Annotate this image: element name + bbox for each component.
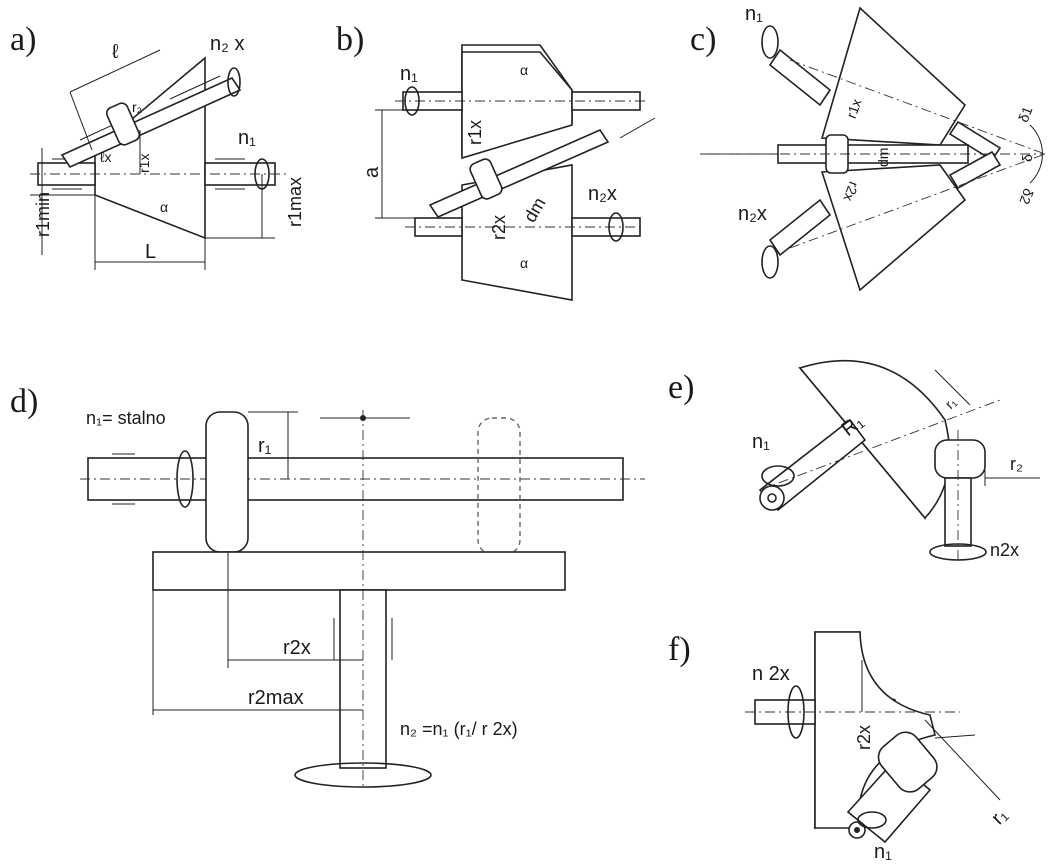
panel-d: d) n₁= stalno r₁ r2x r2max xyxy=(10,383,645,790)
panel-a-inclined-shaft xyxy=(60,75,242,169)
panel-d-r2max: r2max xyxy=(248,687,304,709)
panel-f-r1: r₁ xyxy=(987,804,1012,829)
panel-c-rotation-n1 xyxy=(761,25,779,59)
panel-d-label: d) xyxy=(10,383,38,420)
panel-c-dm: dm xyxy=(875,148,891,167)
panel-a-alpha: α xyxy=(160,199,168,215)
panel-e-dim-r1 xyxy=(934,369,971,406)
panel-b-alpha-top: α xyxy=(520,62,528,78)
panel-c-n2x: n₂x xyxy=(738,203,767,225)
panel-a-lx: ℓx xyxy=(100,149,112,165)
panel-a-L: L xyxy=(145,241,156,263)
panel-a-rotation-n2x xyxy=(227,67,241,97)
panel-e-r1: r₁ xyxy=(942,394,960,412)
panel-b-rotation-n1 xyxy=(404,86,420,116)
panel-c-delta: δ xyxy=(1019,154,1035,162)
panel-b-n2x: n₂x xyxy=(588,183,617,205)
panel-b-alpha-bottom: α xyxy=(520,255,528,271)
panel-c-delta2: δ2 xyxy=(1016,186,1036,206)
panel-f-rotation-n1 xyxy=(857,811,887,829)
panel-b-shaft-upper-left xyxy=(402,91,463,111)
panel-c-upper-cone xyxy=(820,6,967,146)
panel-f-n2x: n 2x xyxy=(752,663,790,685)
panel-d-r2x: r2x xyxy=(283,637,311,659)
panel-c-angle-arc xyxy=(1029,124,1043,184)
panel-e-rotation-n1 xyxy=(761,465,795,487)
panel-a-n2x: n₂ x xyxy=(210,33,244,55)
panel-a-label: a) xyxy=(10,21,36,58)
panel-c-lower-shaft xyxy=(768,198,832,257)
panel-f-r2x: r2x xyxy=(854,725,874,750)
panel-c-n1: n₁ xyxy=(745,3,763,25)
panel-e-rotation-n2x xyxy=(929,543,987,561)
panel-b-r2x: r2x xyxy=(489,215,509,240)
panel-f-rotation-n2x xyxy=(787,685,805,739)
panel-f-label: f) xyxy=(668,631,691,668)
panel-d-rotation-n1 xyxy=(176,450,194,508)
panel-b-n1: n₁ xyxy=(400,63,418,85)
panel-a-friction-roller xyxy=(105,102,141,146)
panel-b-shift-arrow xyxy=(619,117,656,139)
panel-a-r1max: r1max xyxy=(285,177,305,227)
panel-b-rotation-n2x xyxy=(608,212,624,242)
panel-a-r1min: r1min xyxy=(33,192,53,237)
panel-f-n1: n₁ xyxy=(874,841,892,861)
panel-a-n1: n₁ xyxy=(238,127,256,149)
panel-b-r1x: r1x xyxy=(465,120,485,145)
panel-d-n2: n₂ =n₁ (r₁/ r 2x) xyxy=(400,719,518,739)
panel-d-friction-roller xyxy=(205,411,249,553)
panel-d-n1: n₁= stalno xyxy=(86,408,166,428)
panel-f-friction-roller xyxy=(877,731,938,793)
panel-c-label: c) xyxy=(690,21,716,58)
panel-d-rotation-n2 xyxy=(294,762,432,788)
panel-b-label: b) xyxy=(336,21,364,58)
panel-c-r2x: r2x xyxy=(840,180,862,204)
panel-e-n1: n₁ xyxy=(752,431,770,453)
panel-f: f) n 2x r2x r₁ n₁ xyxy=(668,631,1012,863)
panel-b-inclined-shaft xyxy=(428,128,610,219)
panel-a-l: ℓ xyxy=(112,41,119,63)
panel-f-dim-r1 xyxy=(924,719,1001,801)
panel-a-r2: r₂ xyxy=(132,99,142,115)
panel-a: a) xyxy=(10,21,305,270)
panel-c-r1x: r1x xyxy=(843,97,865,121)
panel-f-disc-body xyxy=(814,631,936,829)
panel-e-hemisphere-face xyxy=(798,360,951,520)
panel-c-lower-shaft-right xyxy=(948,150,1002,190)
panel-c-upper-shaft xyxy=(768,48,832,107)
panel-c-rotation-n2x xyxy=(761,245,779,279)
panel-c: c) n₁ r1x δ1 dm δ r2x δ2 n₂x xyxy=(690,3,1046,292)
panel-e: e) R₁ n₁ r₁ r₂ n2x xyxy=(668,360,1040,561)
panel-b: b) n₁ α r1x a r2x dm α n₂x xyxy=(336,21,656,301)
panel-d-r1: r₁ xyxy=(258,435,272,457)
panel-e-friction-roller xyxy=(934,439,986,479)
panel-d-disc xyxy=(152,551,566,591)
panel-a-dim-l xyxy=(69,49,161,93)
panel-e-r2: r₂ xyxy=(1010,454,1023,474)
panel-b-friction-roller xyxy=(469,158,503,200)
panel-b-a: a xyxy=(361,166,383,178)
panel-e-label: e) xyxy=(668,369,694,406)
panel-e-n2x: n2x xyxy=(990,540,1019,560)
panel-a-r1x: r1x xyxy=(136,154,152,173)
panel-c-delta1: δ1 xyxy=(1015,104,1035,124)
panel-c-lower-cone xyxy=(820,164,967,292)
